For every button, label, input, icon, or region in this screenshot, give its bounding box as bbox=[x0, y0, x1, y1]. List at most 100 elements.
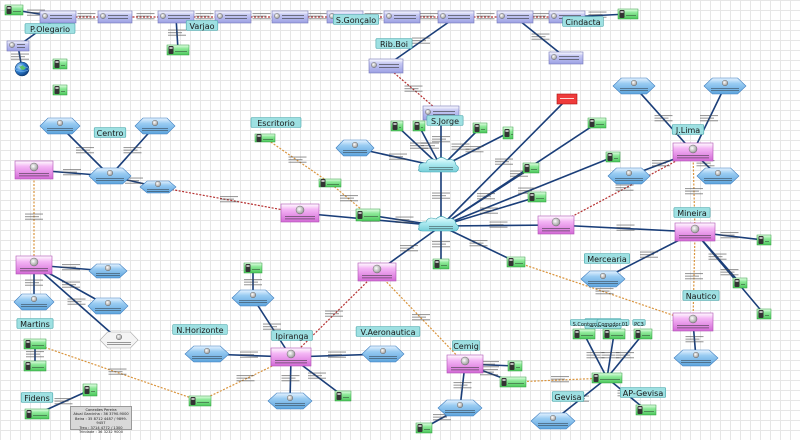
node-text-line bbox=[369, 358, 397, 359]
access-point-hex bbox=[87, 297, 129, 315]
switch-box bbox=[271, 10, 309, 24]
network-node[interactable] bbox=[673, 349, 719, 367]
network-node[interactable] bbox=[99, 331, 139, 349]
network-node[interactable] bbox=[506, 256, 526, 268]
network-node[interactable] bbox=[14, 61, 30, 77]
network-node[interactable] bbox=[732, 277, 748, 289]
network-node[interactable] bbox=[537, 215, 575, 235]
network-node[interactable] bbox=[184, 345, 230, 363]
network-node[interactable] bbox=[254, 133, 276, 143]
network-node[interactable] bbox=[591, 372, 623, 384]
network-node[interactable] bbox=[39, 117, 81, 135]
network-node[interactable] bbox=[472, 122, 488, 134]
network-node[interactable] bbox=[270, 347, 312, 367]
network-node[interactable] bbox=[214, 10, 252, 24]
network-node[interactable] bbox=[580, 270, 626, 288]
network-node[interactable] bbox=[134, 117, 176, 135]
network-node[interactable] bbox=[280, 203, 320, 223]
network-node[interactable] bbox=[267, 392, 313, 410]
network-node[interactable] bbox=[52, 58, 68, 70]
network-node[interactable] bbox=[357, 262, 397, 282]
cloud-core bbox=[418, 157, 459, 173]
network-node[interactable] bbox=[139, 180, 177, 194]
network-node[interactable] bbox=[418, 216, 459, 232]
network-node[interactable] bbox=[672, 312, 714, 332]
network-node[interactable] bbox=[437, 10, 475, 24]
network-node[interactable] bbox=[633, 328, 653, 340]
network-node[interactable] bbox=[383, 10, 421, 24]
network-node[interactable] bbox=[607, 167, 651, 185]
network-node[interactable] bbox=[4, 4, 24, 16]
network-node[interactable] bbox=[23, 338, 47, 350]
network-node[interactable] bbox=[52, 84, 68, 96]
network-node[interactable] bbox=[39, 10, 77, 24]
network-node[interactable] bbox=[672, 142, 714, 162]
network-node[interactable] bbox=[14, 160, 54, 180]
network-node[interactable] bbox=[418, 157, 459, 173]
network-node[interactable] bbox=[82, 383, 98, 397]
network-node[interactable] bbox=[548, 51, 584, 65]
link-stats bbox=[412, 314, 430, 321]
network-node[interactable] bbox=[334, 390, 352, 402]
network-node[interactable] bbox=[188, 395, 212, 407]
link-stats-line bbox=[136, 13, 155, 15]
network-node[interactable] bbox=[696, 167, 740, 185]
network-node[interactable] bbox=[703, 77, 747, 95]
network-node[interactable] bbox=[527, 191, 547, 203]
network-node[interactable] bbox=[88, 263, 128, 279]
network-node[interactable] bbox=[502, 126, 514, 140]
network-node[interactable] bbox=[635, 404, 657, 416]
network-node[interactable] bbox=[412, 120, 426, 132]
network-node[interactable] bbox=[499, 376, 527, 388]
network-node[interactable] bbox=[572, 328, 596, 340]
network-node[interactable] bbox=[23, 360, 47, 372]
network-node[interactable] bbox=[446, 354, 484, 374]
network-node[interactable] bbox=[756, 308, 772, 320]
network-node[interactable] bbox=[617, 8, 639, 20]
network-node[interactable] bbox=[271, 10, 309, 24]
link-stats-line bbox=[108, 368, 127, 370]
network-node[interactable] bbox=[756, 234, 772, 246]
network-node[interactable] bbox=[587, 117, 607, 129]
network-node[interactable] bbox=[15, 255, 53, 275]
link-stats-line bbox=[465, 151, 484, 153]
network-node[interactable] bbox=[432, 258, 450, 270]
network-link bbox=[385, 16, 457, 67]
link-stats-line bbox=[654, 120, 673, 122]
link-stats-line bbox=[400, 250, 418, 252]
network-node[interactable] bbox=[602, 328, 626, 340]
network-node[interactable] bbox=[368, 58, 404, 74]
network-node[interactable] bbox=[530, 412, 576, 430]
network-node[interactable] bbox=[556, 93, 578, 105]
network-node[interactable] bbox=[605, 151, 621, 163]
network-node[interactable] bbox=[522, 162, 540, 174]
location-tag-bg bbox=[671, 124, 705, 135]
link-stats-line bbox=[54, 398, 73, 400]
network-node[interactable] bbox=[415, 422, 433, 434]
network-node[interactable] bbox=[612, 77, 656, 95]
link-stats-line bbox=[432, 138, 446, 140]
link-stats-line bbox=[476, 15, 491, 17]
network-node[interactable] bbox=[335, 139, 375, 157]
network-node[interactable] bbox=[243, 262, 263, 274]
network-node[interactable] bbox=[361, 345, 405, 363]
network-node[interactable] bbox=[507, 360, 523, 372]
network-node[interactable] bbox=[166, 44, 190, 56]
network-node[interactable] bbox=[97, 10, 133, 24]
network-node[interactable] bbox=[674, 222, 716, 242]
network-node[interactable] bbox=[13, 293, 55, 311]
network-node[interactable] bbox=[437, 399, 483, 417]
network-node[interactable] bbox=[496, 10, 534, 24]
network-node[interactable] bbox=[6, 40, 30, 52]
network-node[interactable] bbox=[318, 178, 342, 188]
network-node[interactable] bbox=[88, 167, 132, 185]
node-text-line bbox=[96, 275, 120, 276]
link-stats-line bbox=[720, 237, 739, 239]
network-node[interactable] bbox=[355, 208, 381, 222]
network-node[interactable] bbox=[390, 120, 404, 132]
network-node[interactable] bbox=[231, 289, 275, 307]
network-node[interactable] bbox=[24, 408, 50, 420]
network-node[interactable] bbox=[87, 297, 129, 315]
node-text-line bbox=[451, 369, 479, 371]
network-node[interactable] bbox=[157, 10, 195, 24]
